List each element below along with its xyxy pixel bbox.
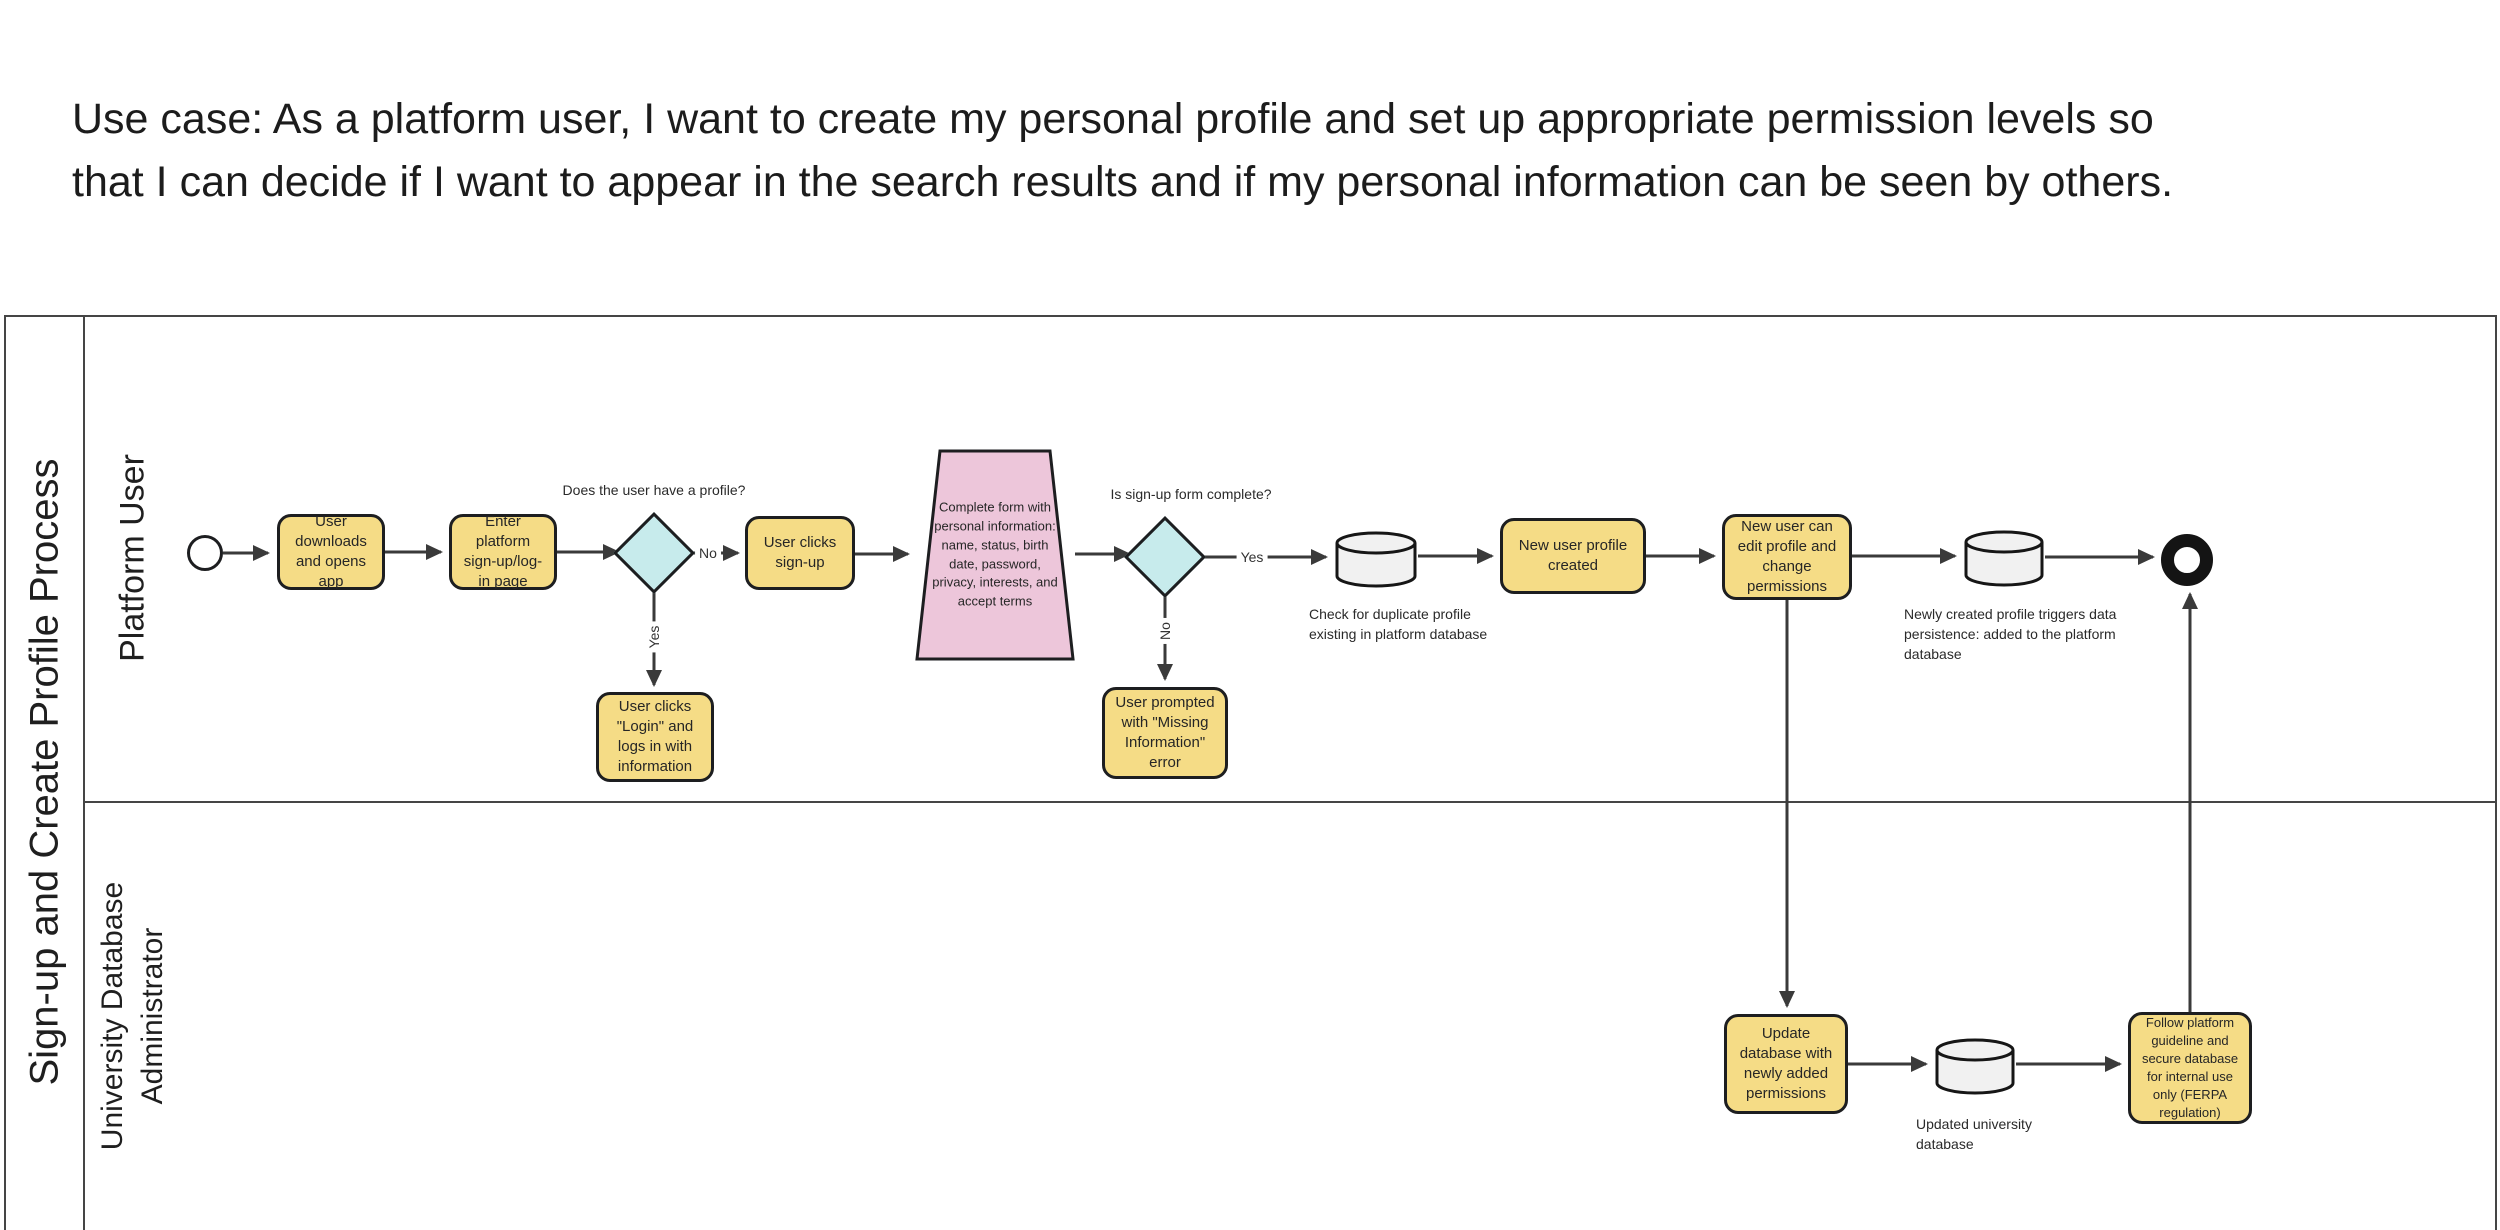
task-error-prompt[interactable]: User prompted with "Missing Information"… (1102, 687, 1228, 779)
task-clicks-signup[interactable]: User clicks sign-up (745, 516, 855, 590)
task-ferpa[interactable]: Follow platform guideline and secure dat… (2128, 1012, 2252, 1124)
lane-label-university-admin: University Database Administrator (96, 881, 169, 1151)
task-profile-created[interactable]: New user profile created (1500, 518, 1646, 594)
trapezoid-shape (915, 449, 1075, 661)
pool-title-divider (83, 315, 85, 1230)
task-user-downloads[interactable]: User downloads and opens app (277, 513, 385, 590)
datastore-university[interactable] (1934, 1038, 2016, 1101)
annotation-university-db: Updated university database (1916, 1116, 2032, 1152)
task-edit-permissions[interactable]: New user can edit profile and change per… (1722, 514, 1852, 600)
edge-label-yes-1: Yes (646, 621, 662, 653)
pool-top-border (4, 315, 2497, 317)
edge-label-no-1: No (695, 545, 721, 561)
edge-label-no-2: No (1157, 618, 1173, 644)
datastore-duplicate-check[interactable] (1334, 531, 1418, 594)
start-event[interactable] (187, 535, 223, 571)
gateway-has-profile[interactable] (612, 511, 696, 595)
lane-divider (83, 801, 2497, 803)
pool-right-border (2495, 315, 2497, 1230)
cylinder-icon (1964, 530, 2044, 587)
task-enter-platform[interactable]: Enter platform sign-up/log-in page (449, 513, 557, 590)
trapezoid-text: Complete form with personal information:… (932, 499, 1058, 609)
annotation-duplicate-check: Check for duplicate profile existing in … (1309, 606, 1488, 642)
task-update-database[interactable]: Update database with newly added permiss… (1724, 1014, 1848, 1114)
question-form-complete: Is sign-up form complete? (1110, 486, 1272, 502)
pool-title: Sign-up and Create Profile Process (22, 458, 67, 1086)
gateway-form-complete[interactable] (1123, 515, 1207, 599)
edge-label-yes-2: Yes (1236, 549, 1268, 565)
use-case-line-2: that I can decide if I want to appear in… (72, 158, 2174, 206)
datastore-persistence[interactable] (1963, 530, 2045, 593)
use-case-line-1: Use case: As a platform user, I want to … (72, 95, 2154, 143)
question-has-profile: Does the user have a profile? (562, 482, 746, 498)
cylinder-icon (1335, 531, 1417, 588)
end-event[interactable] (2161, 534, 2213, 586)
use-case-text: Use case: As a platform user, I want to … (72, 88, 2432, 214)
cylinder-icon (1935, 1038, 2015, 1095)
lane-label-platform-user: Platform User (113, 454, 152, 662)
annotation-persistence: Newly created profile triggers data pers… (1904, 606, 2117, 662)
task-user-login[interactable]: User clicks "Login" and logs in with inf… (596, 692, 714, 782)
pool-left-border (4, 315, 6, 1230)
form-trapezoid[interactable]: Complete form with personal information:… (915, 449, 1075, 661)
